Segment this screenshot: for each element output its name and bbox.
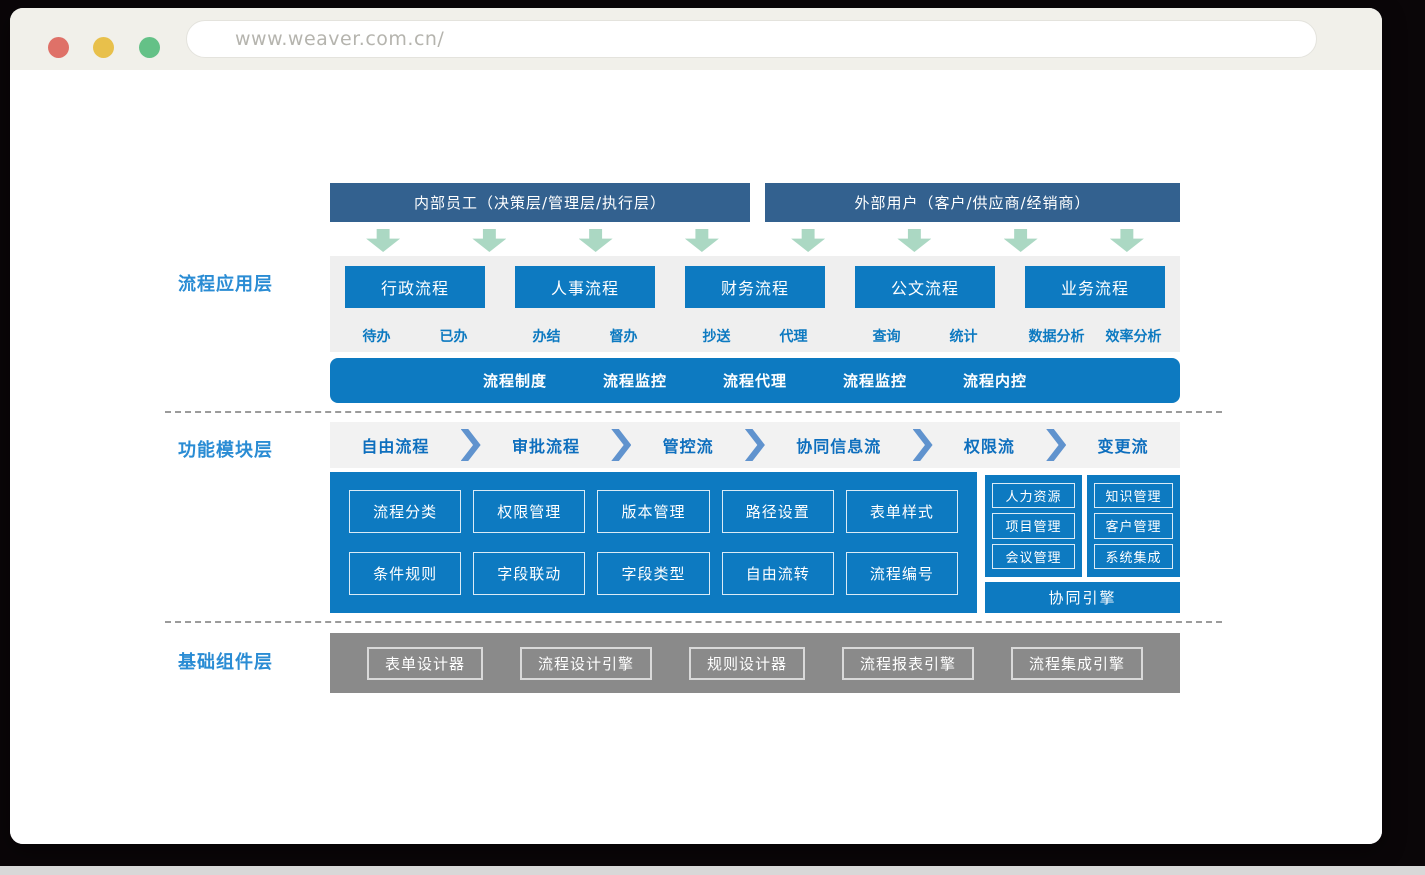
process-subitems: 办结 督办 bbox=[500, 326, 670, 346]
process-group: 人事流程 办结 督办 bbox=[500, 256, 670, 352]
engine-bar: 协同引擎 bbox=[985, 582, 1180, 613]
flow-step: 协同信息流 bbox=[796, 437, 882, 456]
down-arrow-icon bbox=[578, 229, 613, 252]
process-subitems: 查询 统计 bbox=[840, 326, 1010, 346]
feature-box: 自由流转 bbox=[721, 552, 834, 595]
side-module-box: 项目管理 bbox=[992, 513, 1075, 539]
process-band: 行政流程 待办 已办 人事流程 办结 督办 财务流程 抄送 bbox=[330, 256, 1180, 352]
address-bar[interactable]: www.weaver.com.cn/ bbox=[186, 20, 1317, 58]
minimize-button[interactable] bbox=[93, 37, 114, 58]
foundation-box: 流程报表引擎 bbox=[841, 646, 974, 680]
foundation-bar: 表单设计器 流程设计引擎 规则设计器 流程报表引擎 流程集成引擎 bbox=[330, 633, 1180, 693]
zoom-button[interactable] bbox=[139, 37, 160, 58]
process-subitem: 数据分析 bbox=[1028, 329, 1085, 345]
flow-step: 审批流程 bbox=[511, 437, 580, 456]
down-arrow-icon bbox=[366, 229, 401, 252]
down-arrow-icon bbox=[1109, 229, 1144, 252]
process-subitem: 办结 bbox=[532, 329, 561, 345]
governance-item: 流程监控 bbox=[843, 372, 908, 390]
governance-item: 流程监控 bbox=[602, 372, 667, 390]
feature-panel: 流程分类 权限管理 版本管理 路径设置 表单样式 条件规则 字段联动 字段类型 … bbox=[330, 472, 977, 613]
feature-box: 流程编号 bbox=[845, 552, 958, 595]
process-subitem: 统计 bbox=[949, 329, 978, 345]
down-arrow-icon bbox=[472, 229, 507, 252]
process-subitems: 数据分析 效率分析 bbox=[1010, 326, 1180, 346]
url-text: www.weaver.com.cn/ bbox=[235, 28, 445, 50]
foundation-box: 表单设计器 bbox=[366, 646, 483, 680]
foundation-box: 规则设计器 bbox=[688, 646, 805, 680]
process-button-finance: 财务流程 bbox=[685, 266, 825, 308]
side-module-box: 会议管理 bbox=[992, 543, 1075, 569]
flow-step: 自由流程 bbox=[361, 437, 430, 456]
governance-item: 流程内控 bbox=[963, 372, 1028, 390]
browser-window: www.weaver.com.cn/ 流程应用层 功能模块层 基础组件层 内部员… bbox=[10, 8, 1382, 844]
chevron-right-icon bbox=[1046, 429, 1067, 461]
process-button-document: 公文流程 bbox=[855, 266, 995, 308]
process-subitems: 待办 已办 bbox=[330, 326, 500, 346]
feature-box: 路径设置 bbox=[721, 490, 834, 533]
side-module-box: 知识管理 bbox=[1094, 483, 1173, 509]
feature-box: 条件规则 bbox=[349, 552, 462, 595]
process-subitem: 效率分析 bbox=[1105, 329, 1162, 345]
side-module-panel-left: 人力资源 项目管理 会议管理 bbox=[985, 475, 1082, 577]
governance-item: 流程制度 bbox=[482, 372, 547, 390]
layer-label-module: 功能模块层 bbox=[178, 440, 273, 461]
flow-chain-band: 自由流程 审批流程 管控流 协同信息流 权限流 变更流 bbox=[330, 422, 1180, 468]
browser-toolbar: www.weaver.com.cn/ bbox=[10, 8, 1382, 70]
process-group: 业务流程 数据分析 效率分析 bbox=[1010, 256, 1180, 352]
side-module-box: 客户管理 bbox=[1094, 513, 1173, 539]
process-subitem: 待办 bbox=[362, 329, 391, 345]
feature-box: 字段类型 bbox=[597, 552, 710, 595]
process-subitem: 已办 bbox=[439, 329, 468, 345]
flow-step: 变更流 bbox=[1097, 437, 1149, 456]
flow-step: 管控流 bbox=[662, 437, 714, 456]
foundation-box: 流程设计引擎 bbox=[519, 646, 652, 680]
process-group: 公文流程 查询 统计 bbox=[840, 256, 1010, 352]
process-subitem: 代理 bbox=[779, 329, 808, 345]
side-module-box: 人力资源 bbox=[992, 483, 1075, 509]
audience-header-external: 外部用户（客户/供应商/经销商） bbox=[765, 183, 1180, 222]
down-arrow-icon bbox=[897, 229, 932, 252]
feature-box: 版本管理 bbox=[597, 490, 710, 533]
feature-box: 流程分类 bbox=[349, 490, 462, 533]
chevron-right-icon bbox=[611, 429, 632, 461]
process-group: 行政流程 待办 已办 bbox=[330, 256, 500, 352]
process-button-business: 业务流程 bbox=[1025, 266, 1165, 308]
layer-divider bbox=[165, 411, 1222, 413]
process-button-admin: 行政流程 bbox=[345, 266, 485, 308]
diagram-canvas: 流程应用层 功能模块层 基础组件层 内部员工（决策层/管理层/执行层） 外部用户… bbox=[10, 70, 1382, 844]
layer-label-foundation: 基础组件层 bbox=[178, 652, 273, 673]
layer-divider bbox=[165, 621, 1222, 623]
foundation-box: 流程集成引擎 bbox=[1010, 646, 1143, 680]
arrow-row bbox=[330, 229, 1180, 252]
chevron-right-icon bbox=[912, 429, 933, 461]
process-subitem: 抄送 bbox=[702, 329, 731, 345]
feature-box: 字段联动 bbox=[473, 552, 586, 595]
side-module-panel-right: 知识管理 客户管理 系统集成 bbox=[1087, 475, 1180, 577]
down-arrow-icon bbox=[791, 229, 826, 252]
down-arrow-icon bbox=[1003, 229, 1038, 252]
process-group: 财务流程 抄送 代理 bbox=[670, 256, 840, 352]
feature-box: 表单样式 bbox=[845, 490, 958, 533]
chevron-right-icon bbox=[744, 429, 765, 461]
process-button-hr: 人事流程 bbox=[515, 266, 655, 308]
governance-bar: 流程制度 流程监控 流程代理 流程监控 流程内控 bbox=[330, 358, 1180, 403]
down-arrow-icon bbox=[684, 229, 719, 252]
close-button[interactable] bbox=[48, 37, 69, 58]
audience-header-internal: 内部员工（决策层/管理层/执行层） bbox=[330, 183, 750, 222]
process-subitem: 查询 bbox=[872, 329, 901, 345]
feature-box: 权限管理 bbox=[473, 490, 586, 533]
chevron-right-icon bbox=[460, 429, 481, 461]
process-subitems: 抄送 代理 bbox=[670, 326, 840, 346]
layer-label-application: 流程应用层 bbox=[178, 274, 273, 295]
page-bottom-strip bbox=[0, 866, 1425, 875]
side-module-box: 系统集成 bbox=[1094, 543, 1173, 569]
process-subitem: 督办 bbox=[609, 329, 638, 345]
flow-step: 权限流 bbox=[963, 437, 1015, 456]
governance-item: 流程代理 bbox=[722, 372, 787, 390]
